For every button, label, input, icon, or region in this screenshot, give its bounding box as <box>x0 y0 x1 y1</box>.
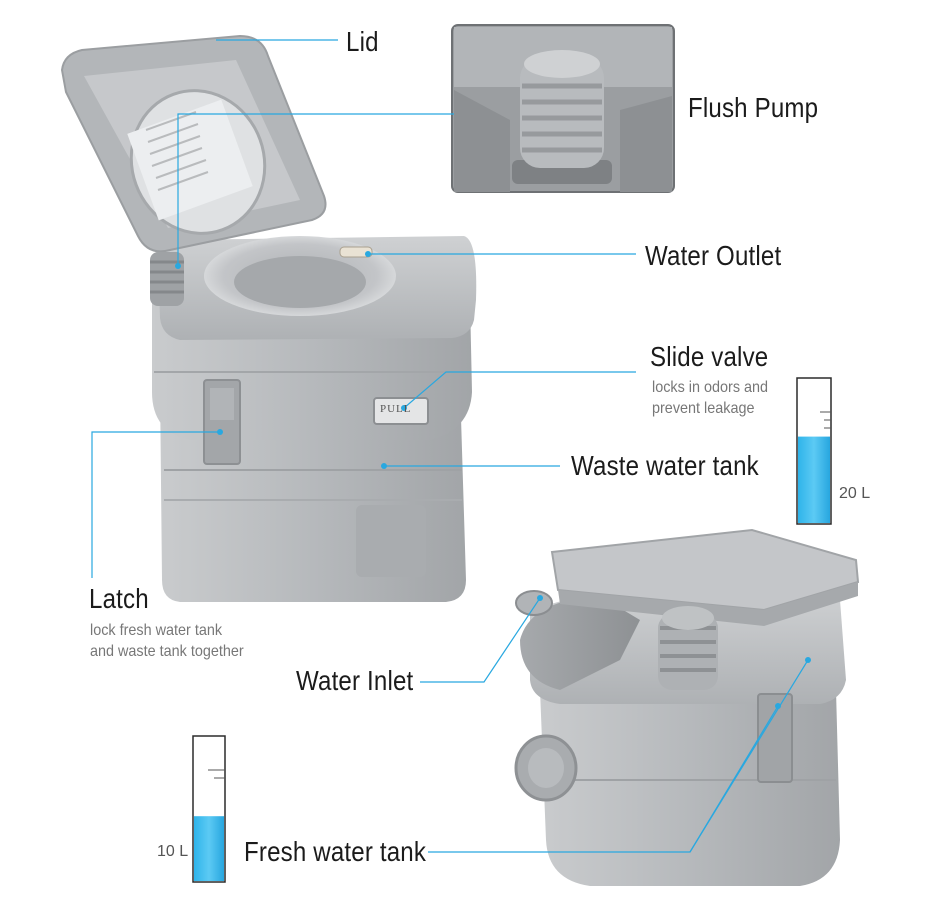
slide-valve-desc-1: locks in odors and <box>652 379 769 396</box>
latch-desc-1: lock fresh water tank <box>90 622 223 639</box>
leader-lines <box>91 39 809 853</box>
leader-dots <box>175 251 811 709</box>
fresh-gauge-label: 10 L <box>157 843 189 860</box>
waste-gauge-label: 20 L <box>839 485 871 502</box>
pump-bellows <box>150 252 184 306</box>
slide-valve-handle-text: PULL <box>380 403 412 415</box>
lid-label: Lid <box>346 26 379 57</box>
main-toilet <box>60 34 477 602</box>
waste-water-tank-label: Waste water tank <box>571 450 759 481</box>
flush-pump-bellows <box>520 50 604 168</box>
slide-valve-desc-2: prevent leakage <box>652 400 755 417</box>
fresh-gauge <box>192 735 226 883</box>
fresh-gauge-water <box>194 816 224 881</box>
fresh-water-tank-label: Fresh water tank <box>244 836 427 867</box>
water-outlet-nozzle <box>339 246 373 258</box>
water-outlet-label: Water Outlet <box>645 240 782 271</box>
slide-valve-label: Slide valve <box>650 341 769 372</box>
flush-pump-label: Flush Pump <box>688 92 819 123</box>
leader-fresh-tank-2 <box>689 659 809 853</box>
latch-desc-2: and waste tank together <box>90 643 244 660</box>
waste-gauge <box>796 377 832 525</box>
leader-water-inlet <box>420 597 541 683</box>
water-inlet-cap <box>515 590 553 616</box>
closed-toilet <box>514 528 860 886</box>
leader-flush-pump <box>177 113 454 266</box>
slide-valve-handle <box>373 397 429 425</box>
leader-latch <box>91 431 220 578</box>
latch-label: Latch <box>89 583 149 614</box>
closed-latch <box>757 693 793 783</box>
leader-slide-valve <box>403 371 636 409</box>
closed-pump-bellows <box>658 606 718 690</box>
waste-gauge-water <box>798 436 830 523</box>
water-inlet-label: Water Inlet <box>296 665 414 696</box>
closed-fresh-tank <box>540 690 840 886</box>
tank-recess <box>356 505 426 577</box>
flush-pump-inset <box>451 24 675 193</box>
